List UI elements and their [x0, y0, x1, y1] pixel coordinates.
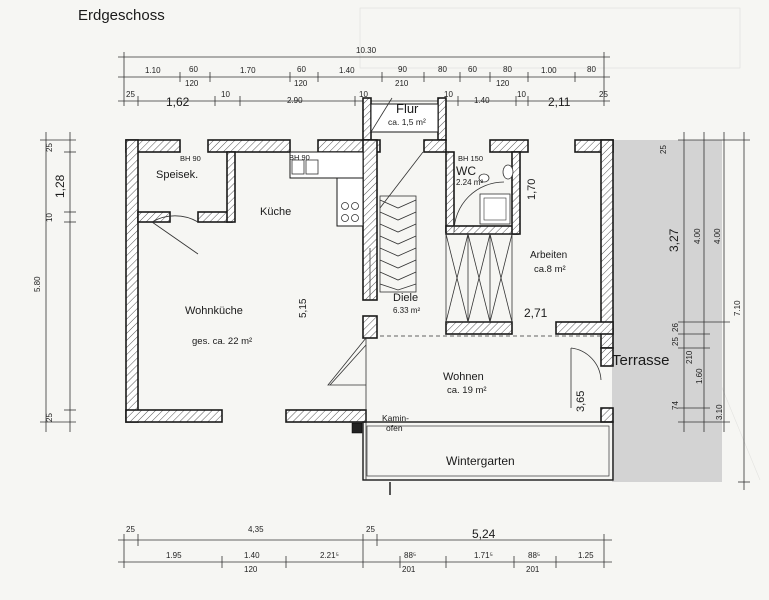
- wc-label: WC: [456, 164, 476, 178]
- dim-top-3: 1.70: [240, 66, 256, 75]
- wc-fixtures: [478, 164, 514, 225]
- dim-right-3: 4.00: [693, 228, 702, 244]
- dim-bottom-1: 25: [126, 525, 135, 534]
- right-dimension-lines: [678, 132, 750, 490]
- dim-top-5: 1.40: [339, 66, 355, 75]
- dim-right-2: 3,27: [667, 228, 681, 252]
- dim-top-r2-6: 1.40: [474, 96, 490, 105]
- dim-right-1: 25: [659, 145, 668, 154]
- wc-area: 2.24 m²: [456, 178, 483, 187]
- dim-bottom-r2-1: 1.95: [166, 551, 182, 560]
- speisek-label: Speisek.: [156, 169, 198, 181]
- left-dimension-lines: [40, 132, 76, 432]
- dim-bottom-r2-7: 1.25: [578, 551, 594, 560]
- diele-area: 6.33 m²: [393, 306, 420, 315]
- dim-right-4: 4.00: [713, 228, 722, 244]
- dim-top-10: 1.00: [541, 66, 557, 75]
- dim-right-10: 74: [671, 401, 680, 410]
- wohnkueche-area: ges. ca. 22 m²: [192, 336, 252, 347]
- dim-bottom-r2-4: 88⁵: [404, 551, 416, 560]
- kueche-label: Küche: [260, 206, 291, 218]
- dim-bottom-sub-3: 201: [526, 565, 540, 574]
- dim-top-big-1: 1,62: [166, 95, 190, 109]
- dim-top-6: 90: [398, 65, 407, 74]
- wohnkueche-label: Wohnküche: [185, 305, 243, 317]
- dim-top-r2-3: 2.90: [287, 96, 303, 105]
- wohnen-label: Wohnen: [443, 371, 484, 383]
- dim-top-r2-4: 10: [359, 90, 368, 99]
- dim-top-r2-1: 25: [126, 90, 135, 99]
- bottom-dimension-lines: [118, 534, 612, 568]
- dim-left-3: 10: [45, 213, 54, 222]
- dim-bottom-r2-3: 2.21⁵: [320, 551, 339, 560]
- dim-inner-365: 3,65: [575, 391, 587, 412]
- dim-top-sub-1: 120: [185, 79, 199, 88]
- bh90-note-2: BH 90: [289, 153, 310, 162]
- bh90-note-1: BH 90: [180, 154, 201, 163]
- dim-top-4: 60: [297, 65, 306, 74]
- dim-bottom-3: 25: [366, 525, 375, 534]
- kamin-label-2: ofen: [386, 423, 403, 433]
- dim-top-r2-5: 10: [444, 90, 453, 99]
- dim-top-sub-2: 120: [294, 79, 308, 88]
- terrace-area: [612, 140, 722, 482]
- dim-left-2: 1,28: [53, 174, 67, 198]
- arbeiten-area: ca.8 m²: [534, 264, 566, 275]
- dim-bottom-sub-2: 201: [402, 565, 416, 574]
- diele-shelving: [445, 233, 513, 323]
- dim-top-r2-2: 10: [221, 90, 230, 99]
- dim-top-7: 80: [438, 65, 447, 74]
- dim-left-4: 5.80: [33, 276, 42, 292]
- staircase: [369, 195, 417, 300]
- flur-label: Flur: [396, 101, 419, 116]
- dim-bottom-2: 4,35: [248, 525, 264, 534]
- dim-top-r2-8: 25: [599, 90, 608, 99]
- dim-left-1: 25: [45, 143, 54, 152]
- flur-area: ca. 1,5 m²: [388, 117, 426, 127]
- dim-right-6: 26: [671, 323, 680, 332]
- dim-bottom-r2-5: 1.71⁵: [474, 551, 493, 560]
- wohnen-area: ca. 19 m²: [447, 385, 487, 396]
- plan-title: Erdgeschoss: [78, 7, 165, 24]
- diele-label: Diele: [393, 292, 418, 304]
- dim-right-11: 3.10: [715, 404, 724, 420]
- dim-inner-515: 5,15: [298, 298, 309, 318]
- dim-top-big-2: 2,11: [548, 95, 571, 109]
- dim-bottom-r2-6: 88⁵: [528, 551, 540, 560]
- dim-bottom-r2-2: 1.40: [244, 551, 260, 560]
- dim-left-5: 25: [45, 413, 54, 422]
- dim-top-sub-4: 120: [496, 79, 510, 88]
- dim-right-7: 25: [671, 337, 680, 346]
- wintergarten-label: Wintergarten: [446, 454, 515, 468]
- top-dimension-lines: [118, 52, 610, 106]
- dim-overall-width: 10.30: [356, 46, 377, 55]
- dim-right-9: 1.60: [695, 368, 704, 384]
- dim-inner-170: 1,70: [526, 179, 538, 200]
- dim-top-r2-7: 10: [517, 90, 526, 99]
- dim-top-11: 80: [587, 65, 596, 74]
- dim-right-5: 7.10: [733, 300, 742, 316]
- dim-top-sub-3: 210: [395, 79, 409, 88]
- terrasse-label: Terrasse: [612, 352, 670, 369]
- dim-top-2: 60: [189, 65, 198, 74]
- bh150-note: BH 150: [458, 154, 483, 163]
- dim-bottom-4: 5,24: [472, 527, 496, 541]
- dim-top-8: 60: [468, 65, 477, 74]
- dim-top-1: 1.10: [145, 66, 161, 75]
- arbeiten-label: Arbeiten: [530, 250, 567, 261]
- flur-porch: [362, 97, 447, 141]
- wintergarten-structure: [351, 338, 614, 495]
- dim-inner-271: 2,71: [524, 306, 548, 320]
- walls: [125, 139, 614, 423]
- dim-bottom-sub-1: 120: [244, 565, 258, 574]
- kamin-label-1: Kamin-: [382, 413, 409, 423]
- door-swings: [151, 151, 602, 408]
- kitchen-counter: [289, 151, 364, 227]
- dim-top-9: 80: [503, 65, 512, 74]
- dim-right-8: 210: [685, 350, 694, 364]
